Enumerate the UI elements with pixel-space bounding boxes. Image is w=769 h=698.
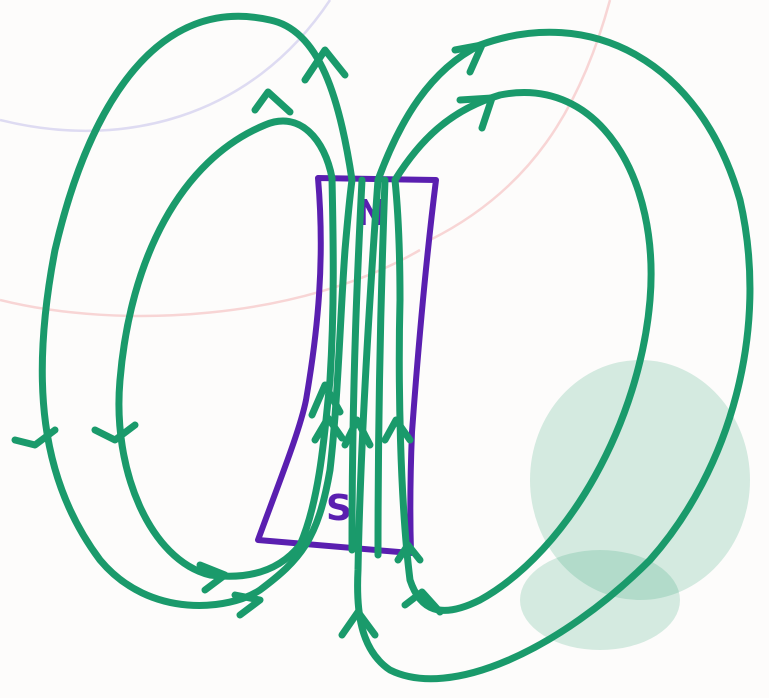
south-pole-label: S (326, 488, 352, 529)
arrow-left-inner-side (95, 425, 135, 440)
field-line-left-outer (42, 16, 352, 605)
field-line-left-inner (119, 121, 333, 576)
field-line-center-2 (378, 180, 385, 555)
arrow-bottom-left-2 (235, 595, 260, 615)
arrow-top-left-inner (255, 92, 290, 112)
